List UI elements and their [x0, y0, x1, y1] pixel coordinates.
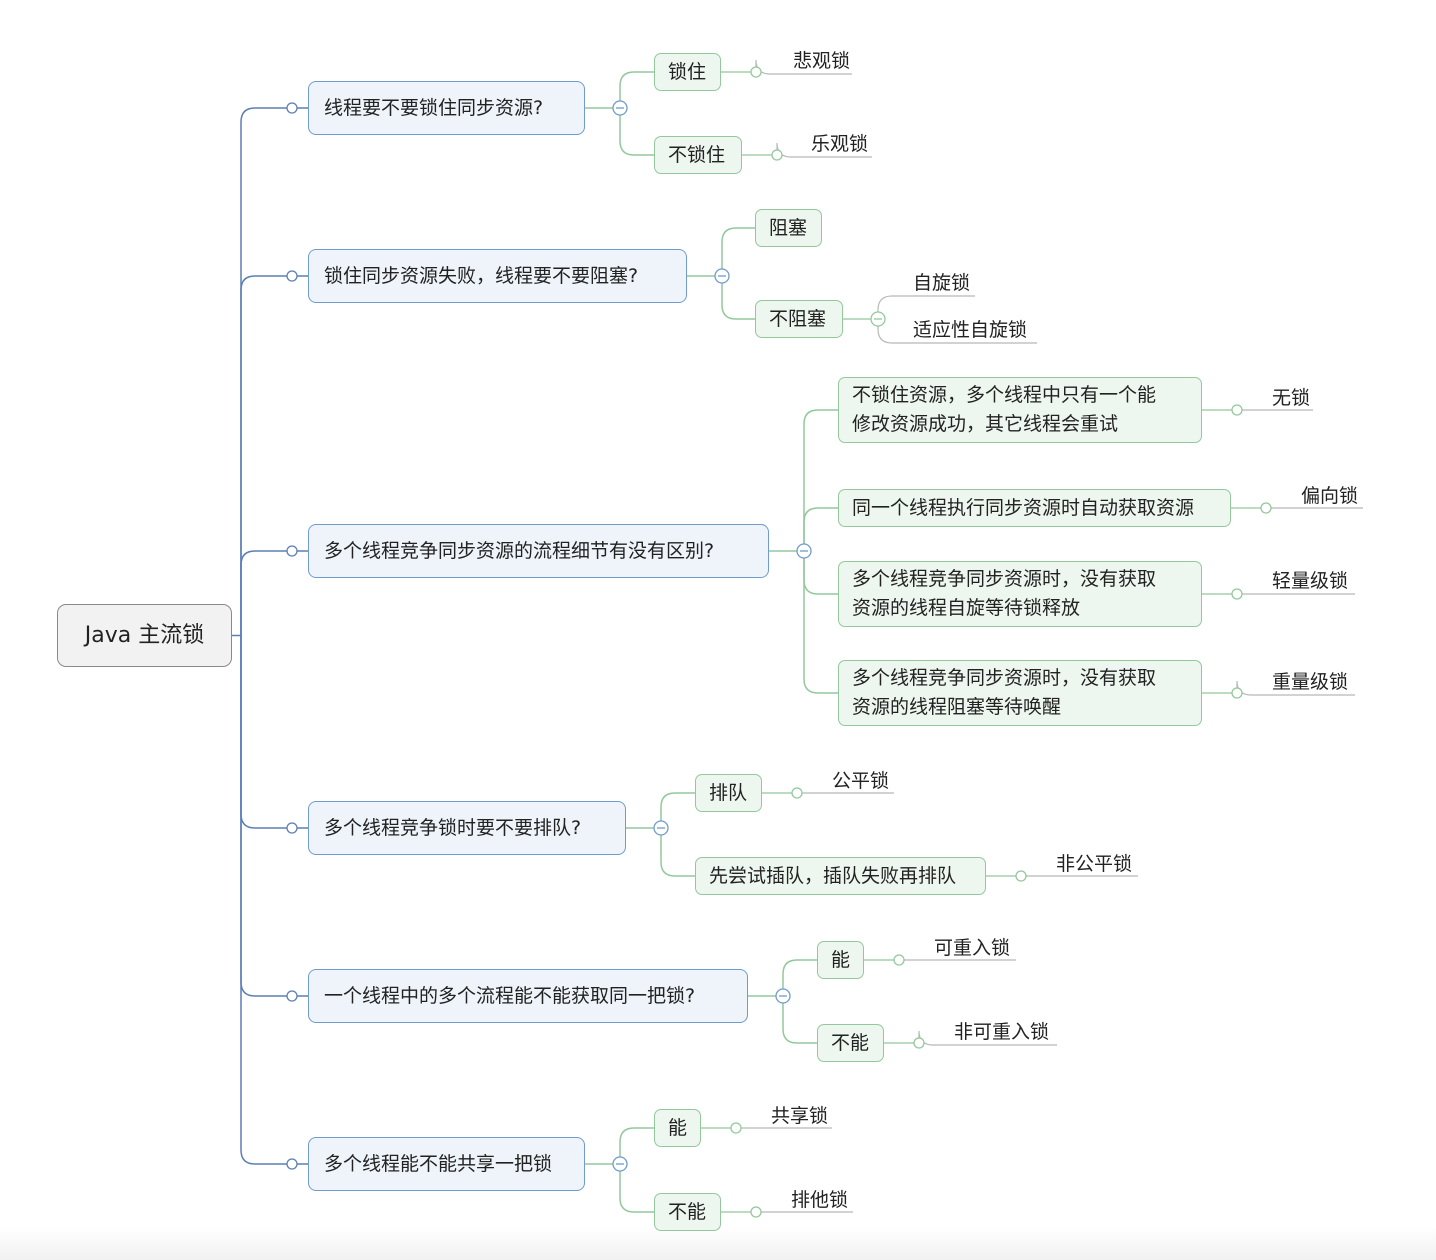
canvas-bottom-shade: [0, 1226, 1436, 1260]
child-connector: [803, 507, 838, 551]
leaf-lock-type-适应性自旋锁[interactable]: 适应性自旋锁: [913, 319, 1028, 341]
branch-connector-2: [240, 550, 308, 636]
leaf-lock-type-轻量级锁[interactable]: 轻量级锁: [1272, 570, 1349, 592]
subtopic-同一个线程执行同步资源时自动获取资源[interactable]: 同一个线程执行同步资源时自动获取资源: [838, 489, 1231, 527]
subtopic-不阻塞[interactable]: 不阻塞: [755, 300, 843, 338]
subtopic-能[interactable]: 能: [654, 1109, 701, 1147]
leaf-handle-dot: [1231, 404, 1243, 416]
branch-handle-dot: [286, 102, 298, 114]
child-connector: [803, 551, 838, 595]
leaf-lock-type-自旋锁[interactable]: 自旋锁: [913, 272, 971, 294]
branch-connector-4: [240, 635, 308, 997]
branch-topic-多个线程能不能共享一把锁[interactable]: 多个线程能不能共享一把锁: [308, 1137, 585, 1191]
branch-connector-0: [240, 107, 308, 636]
branch-handle-dot: [286, 1158, 298, 1170]
child-connector: [721, 227, 755, 276]
child-connector: [619, 71, 654, 108]
branch-topic-多个线程竞争锁时要不要排队-[interactable]: 多个线程竞争锁时要不要排队?: [308, 801, 626, 855]
leaf-lock-type-乐观锁[interactable]: 乐观锁: [811, 133, 869, 155]
subtopic-不锁住资源-多个线程中只有一个能修改资源成功-其它线程会重试[interactable]: 不锁住资源，多个线程中只有一个能 修改资源成功，其它线程会重试: [838, 377, 1202, 443]
leaf-lock-type-非可重入锁[interactable]: 非可重入锁: [954, 1021, 1050, 1043]
child-connector: [803, 409, 838, 551]
branch-connector-3: [240, 635, 308, 829]
subtopic-不锁住[interactable]: 不锁住: [654, 136, 742, 174]
leaf-lock-type-重量级锁[interactable]: 重量级锁: [1272, 671, 1349, 693]
leaf-lock-type-排他锁[interactable]: 排他锁: [791, 1189, 849, 1211]
subtopic-多个线程竞争同步资源时-没有获取资源的线程自旋等待锁释放[interactable]: 多个线程竞争同步资源时，没有获取 资源的线程自旋等待锁释放: [838, 561, 1202, 627]
root-topic-java-locks[interactable]: Java 主流锁: [57, 604, 232, 667]
leaf-connector: [877, 295, 975, 319]
subtopic-先尝试插队-插队失败再排队[interactable]: 先尝试插队，插队失败再排队: [695, 857, 986, 895]
leaf-lock-type-共享锁[interactable]: 共享锁: [771, 1105, 829, 1127]
child-connector: [619, 1164, 654, 1213]
subtopic-不能[interactable]: 不能: [817, 1024, 884, 1062]
leaf-handle-dot: [730, 1122, 742, 1134]
branch-handle-dot: [286, 270, 298, 282]
leaf-handle-dot: [791, 787, 803, 799]
branch-handle-dot: [286, 822, 298, 834]
child-connector: [660, 792, 695, 828]
branch-topic-一个线程中的多个流程能不能获取同一把锁-[interactable]: 一个线程中的多个流程能不能获取同一把锁?: [308, 969, 748, 1023]
branch-topic-多个线程竞争同步资源的流程细节有没有区别-[interactable]: 多个线程竞争同步资源的流程细节有没有区别?: [308, 524, 769, 578]
subtopic-多个线程竞争同步资源时-没有获取资源的线程阻塞等待唤醒[interactable]: 多个线程竞争同步资源时，没有获取 资源的线程阻塞等待唤醒: [838, 660, 1202, 726]
subtopic-不能[interactable]: 不能: [654, 1193, 721, 1231]
child-connector: [782, 996, 817, 1044]
subtopic-能[interactable]: 能: [817, 941, 864, 979]
branch-connector-5: [240, 635, 308, 1165]
branch-connector-1: [240, 275, 308, 636]
leaf-handle-dot: [1015, 870, 1027, 882]
child-connector: [619, 1127, 654, 1164]
child-connector: [660, 828, 695, 877]
subtopic-锁住[interactable]: 锁住: [654, 53, 721, 91]
leaf-handle-dot: [1260, 502, 1272, 514]
subtopic-阻塞[interactable]: 阻塞: [755, 209, 822, 247]
branch-topic-线程要不要锁住同步资源-[interactable]: 线程要不要锁住同步资源?: [308, 81, 585, 135]
child-connector: [721, 276, 755, 320]
leaf-lock-type-可重入锁[interactable]: 可重入锁: [934, 937, 1011, 959]
child-connector: [803, 551, 838, 694]
leaf-handle-dot: [913, 1037, 925, 1049]
child-connector: [619, 108, 654, 156]
leaf-handle-dot: [1231, 687, 1243, 699]
leaf-handle-dot: [1231, 588, 1243, 600]
leaf-lock-type-偏向锁[interactable]: 偏向锁: [1301, 485, 1359, 507]
branch-handle-dot: [286, 545, 298, 557]
leaf-lock-type-悲观锁[interactable]: 悲观锁: [793, 50, 851, 72]
branch-handle-dot: [286, 990, 298, 1002]
leaf-handle-dot: [893, 954, 905, 966]
leaf-connector: [877, 319, 1037, 344]
subtopic-排队[interactable]: 排队: [695, 774, 762, 812]
leaf-lock-type-无锁[interactable]: 无锁: [1272, 387, 1311, 409]
branch-topic-锁住同步资源失败-线程要不要阻塞-[interactable]: 锁住同步资源失败，线程要不要阻塞?: [308, 249, 687, 303]
leaf-lock-type-公平锁[interactable]: 公平锁: [832, 770, 890, 792]
leaf-handle-dot: [750, 1206, 762, 1218]
leaf-handle-dot: [771, 149, 783, 161]
child-connector: [782, 959, 817, 996]
leaf-lock-type-非公平锁[interactable]: 非公平锁: [1056, 853, 1133, 875]
leaf-handle-dot: [750, 66, 762, 78]
